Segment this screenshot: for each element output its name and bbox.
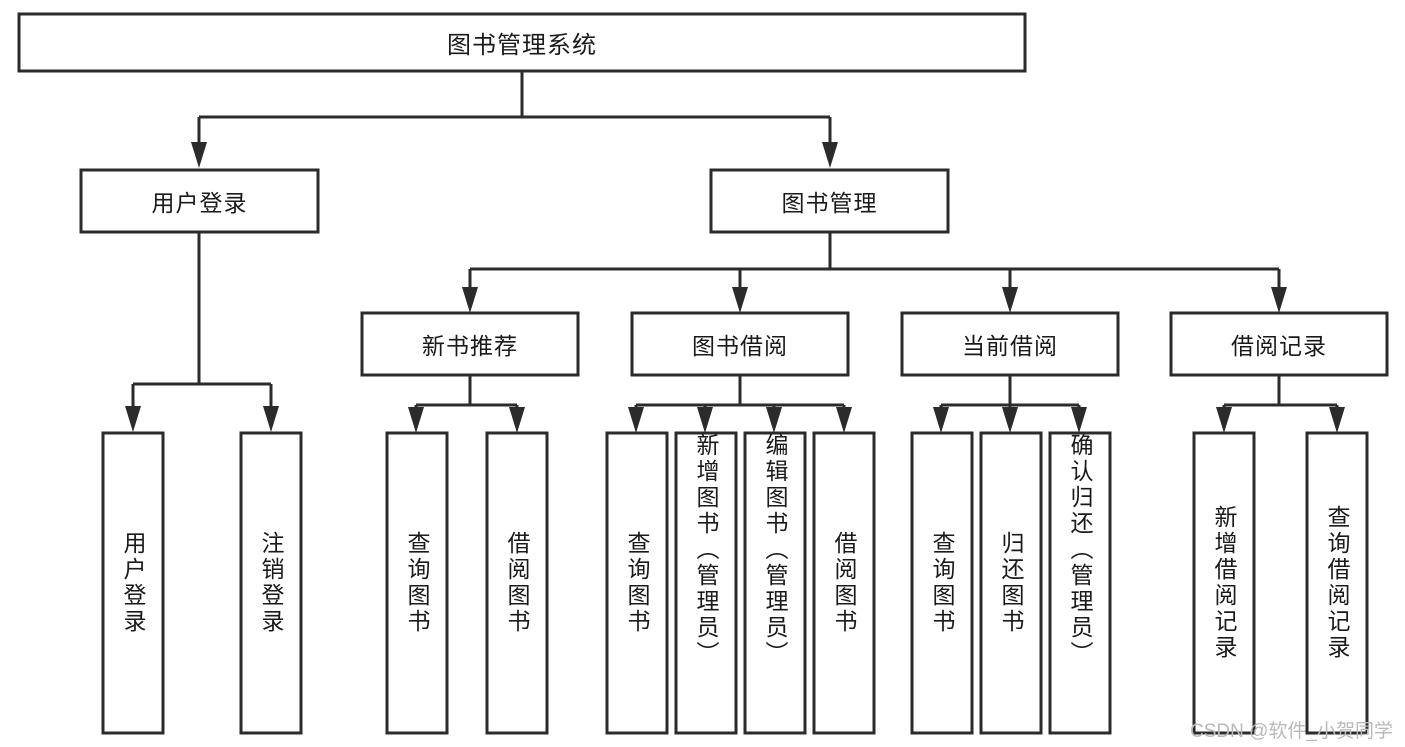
arrow-leaf-query-record-icon [1329,407,1345,433]
arrow-borrow-record-icon [1271,287,1287,313]
node-leaf-query-book-1-box[interactable] [385,431,449,735]
node-leaf-query-book-2-box[interactable] [605,431,669,735]
node-book-borrow-box[interactable] [630,311,850,377]
arrow-leaf-add-record-icon [1216,407,1232,433]
arrow-to-user-login-icon [191,142,207,168]
arrow-leaf-return-book-icon [1002,407,1018,433]
arrow-leaf-edit-book-icon [766,407,782,433]
arrow-leaf-confirm-return-icon [1071,407,1087,433]
node-current-borrow-box[interactable] [900,311,1120,377]
node-leaf-add-book-box[interactable] [674,431,738,735]
arrow-leaf-query-book-2-icon [628,407,644,433]
node-leaf-logout-login-box[interactable] [239,431,303,735]
node-leaf-confirm-return-box[interactable] [1048,431,1112,735]
arrow-leaf-query-book-3-icon [933,407,949,433]
arrow-to-book-manage-icon [822,142,838,168]
arrow-leaf-query-book-1-icon [408,407,424,433]
node-leaf-query-book-3-box[interactable] [910,431,974,735]
arrow-leaf-borrow-book-2-icon [836,407,852,433]
arrow-current-borrow-icon [1002,287,1018,313]
node-user-login-box[interactable] [79,168,320,234]
node-leaf-add-record-box[interactable] [1192,431,1256,735]
arrow-leaf-borrow-book-1-icon [509,407,525,433]
node-leaf-borrow-book-1-box[interactable] [485,431,549,735]
arrow-leaf-user-login-icon [125,406,141,432]
node-leaf-return-book-box[interactable] [979,431,1043,735]
node-book-manage-box[interactable] [709,168,950,234]
node-new-book-recommend-box[interactable] [360,311,580,377]
node-root-box[interactable] [17,12,1027,73]
node-leaf-borrow-book-2-box[interactable] [812,431,876,735]
node-leaf-query-record-box[interactable] [1305,431,1369,735]
arrow-new-book-recommend-icon [462,287,478,313]
arrow-leaf-add-book-icon [697,407,713,433]
csdn-watermark: CSDN @软件_小贺同学 [1190,721,1393,742]
arrow-leaf-logout-login-icon [263,406,279,432]
node-leaf-user-login-box[interactable] [101,431,165,735]
node-borrow-record-box[interactable] [1169,311,1389,377]
node-leaf-edit-book-box[interactable] [743,431,807,735]
arrow-book-borrow-icon [732,287,748,313]
